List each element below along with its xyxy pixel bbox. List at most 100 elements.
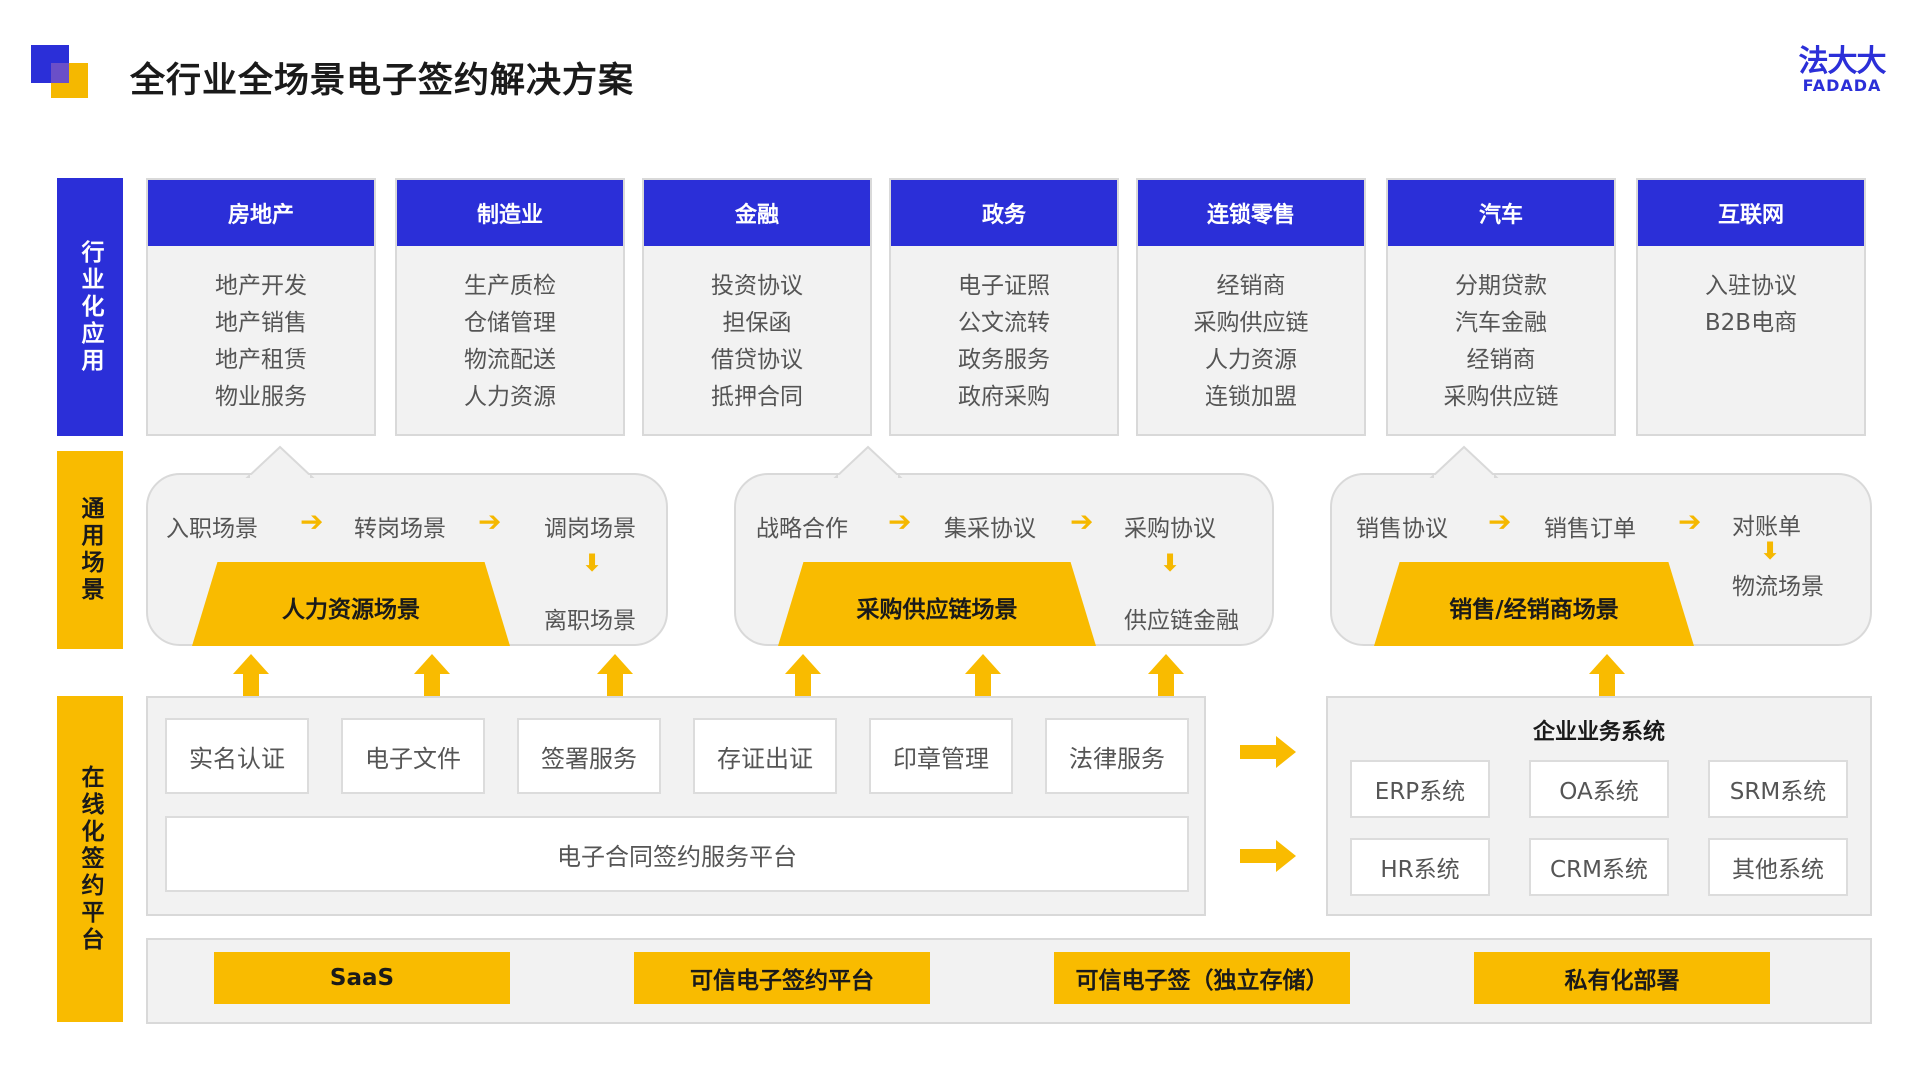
industry-card-finance: 金融 投资协议 担保函 借贷协议 抵押合同 bbox=[642, 178, 872, 436]
service-box: 实名认证 bbox=[165, 718, 309, 794]
scenario-step: 集采协议 bbox=[944, 516, 1036, 542]
industry-item: 采购供应链 bbox=[1443, 384, 1559, 410]
industry-item: 物流配送 bbox=[464, 347, 556, 373]
scenario-step: 采购协议 bbox=[1124, 516, 1216, 542]
arrow-down-icon: ⬇ bbox=[1160, 549, 1181, 577]
industry-item: 连锁加盟 bbox=[1205, 384, 1297, 410]
industry-item: 抵押合同 bbox=[711, 384, 803, 410]
industry-card-retail: 连锁零售 经销商 采购供应链 人力资源 连锁加盟 bbox=[1136, 178, 1366, 436]
side-label-industry: 行业化应用 bbox=[57, 178, 123, 436]
industry-item: 借贷协议 bbox=[711, 347, 803, 373]
deployment-option: 可信电子签约平台 bbox=[634, 952, 930, 1004]
industry-card-title: 制造业 bbox=[397, 180, 623, 246]
service-box: 印章管理 bbox=[869, 718, 1013, 794]
bubble-notch bbox=[1429, 445, 1499, 481]
scenario-label-shape bbox=[778, 562, 1096, 646]
arrow-up-icon bbox=[1589, 654, 1625, 696]
scenario-label-text: 销售/经销商场景 bbox=[1449, 597, 1619, 623]
side-label-scenario-text: 通用场景 bbox=[77, 496, 103, 604]
industry-item: 担保函 bbox=[722, 310, 792, 336]
service-box: 存证出证 bbox=[693, 718, 837, 794]
industry-item: 采购供应链 bbox=[1193, 310, 1309, 336]
scenario-step: 转岗场景 bbox=[354, 516, 446, 542]
scenario-step: 销售订单 bbox=[1544, 516, 1636, 542]
arrow-right-icon: ➔ bbox=[1070, 505, 1094, 538]
industry-item: 生产质检 bbox=[464, 273, 556, 299]
industry-item: 分期贷款 bbox=[1455, 273, 1547, 299]
brand-logo: 法大大 FADADA bbox=[1794, 46, 1890, 94]
industry-card-title: 金融 bbox=[644, 180, 870, 246]
industry-item: 经销商 bbox=[1216, 273, 1286, 299]
industry-card-items: 电子证照 公文流转 政务服务 政府采购 bbox=[891, 246, 1117, 416]
arrow-right-icon: ➔ bbox=[1678, 505, 1702, 538]
system-box: HR系统 bbox=[1350, 838, 1490, 896]
industry-card-items: 入驻协议 B2B电商 bbox=[1638, 246, 1864, 342]
scenario-label-hr: 人力资源场景 bbox=[192, 562, 510, 646]
arrow-down-icon: ⬇ bbox=[582, 549, 603, 577]
arrow-up-icon bbox=[965, 654, 1001, 696]
side-label-industry-text: 行业化应用 bbox=[77, 239, 103, 375]
industry-card-items: 经销商 采购供应链 人力资源 连锁加盟 bbox=[1138, 246, 1364, 416]
system-box: CRM系统 bbox=[1529, 838, 1669, 896]
scenario-step: 物流场景 bbox=[1732, 574, 1824, 600]
industry-item: 公文流转 bbox=[958, 310, 1050, 336]
enterprise-title: 企业业务系统 bbox=[1532, 720, 1665, 745]
side-label-scenario: 通用场景 bbox=[57, 451, 123, 649]
industry-item: 电子证照 bbox=[958, 273, 1050, 299]
system-box: 其他系统 bbox=[1708, 838, 1848, 896]
industry-card-items: 生产质检 仓储管理 物流配送 人力资源 bbox=[397, 246, 623, 416]
industry-item: 仓储管理 bbox=[464, 310, 556, 336]
scenario-step: 供应链金融 bbox=[1124, 608, 1239, 634]
arrow-right-icon: ➔ bbox=[300, 505, 324, 538]
industry-card-manufacturing: 制造业 生产质检 仓储管理 物流配送 人力资源 bbox=[395, 178, 625, 436]
system-box: SRM系统 bbox=[1708, 760, 1848, 818]
industry-item: 政府采购 bbox=[958, 384, 1050, 410]
arrow-up-icon bbox=[785, 654, 821, 696]
scenario-label-text: 人力资源场景 bbox=[282, 597, 420, 623]
side-label-platform-text: 在线化签约平台 bbox=[77, 764, 103, 954]
system-box: OA系统 bbox=[1529, 760, 1669, 818]
industry-item: 政务服务 bbox=[958, 347, 1050, 373]
arrow-right-icon: ➔ bbox=[478, 505, 502, 538]
industry-card-title: 房地产 bbox=[148, 180, 374, 246]
service-box: 电子文件 bbox=[341, 718, 485, 794]
arrow-up-icon bbox=[1148, 654, 1184, 696]
arrow-up-icon bbox=[597, 654, 633, 696]
service-box: 法律服务 bbox=[1045, 718, 1189, 794]
side-label-platform: 在线化签约平台 bbox=[57, 696, 123, 1022]
industry-card-title: 互联网 bbox=[1638, 180, 1864, 246]
arrow-up-icon bbox=[233, 654, 269, 696]
page-title: 全行业全场景电子签约解决方案 bbox=[130, 61, 635, 101]
bubble-notch bbox=[833, 445, 903, 481]
industry-item: 物业服务 bbox=[215, 384, 307, 410]
industry-item: 地产销售 bbox=[215, 310, 307, 336]
brand-logo-en: FADADA bbox=[1802, 76, 1882, 95]
industry-item: B2B电商 bbox=[1704, 310, 1798, 336]
service-box: 签署服务 bbox=[517, 718, 661, 794]
brand-logo-cn: 法大大 bbox=[1798, 44, 1887, 79]
scenario-label-text: 采购供应链场景 bbox=[856, 597, 1018, 623]
industry-item: 汽车金融 bbox=[1455, 310, 1547, 336]
industry-item: 人力资源 bbox=[464, 384, 556, 410]
arrow-right-icon: ➔ bbox=[888, 505, 912, 538]
industry-card-real-estate: 房地产 地产开发 地产销售 地产租赁 物业服务 bbox=[146, 178, 376, 436]
scenario-label-sales: 销售/经销商场景 bbox=[1374, 562, 1694, 646]
industry-card-government: 政务 电子证照 公文流转 政务服务 政府采购 bbox=[889, 178, 1119, 436]
industry-card-internet: 互联网 入驻协议 B2B电商 bbox=[1636, 178, 1866, 436]
industry-card-title: 政务 bbox=[891, 180, 1117, 246]
scenario-step: 战略合作 bbox=[756, 516, 848, 542]
industry-item: 入驻协议 bbox=[1705, 273, 1797, 299]
scenario-bubble-sales: 销售协议 ➔ 销售订单 ➔ 对账单 ⬇ 物流场景 销售/经销商场景 bbox=[1330, 445, 1872, 646]
system-box: ERP系统 bbox=[1350, 760, 1490, 818]
scenario-bubble-procurement: 战略合作 ➔ 集采协议 ➔ 采购协议 ⬇ 供应链金融 采购供应链场景 bbox=[734, 445, 1274, 646]
industry-card-items: 分期贷款 汽车金融 经销商 采购供应链 bbox=[1388, 246, 1614, 416]
arrow-right-icon bbox=[1240, 736, 1296, 768]
scenario-step: 入职场景 bbox=[166, 516, 258, 542]
scenario-label-procurement: 采购供应链场景 bbox=[778, 562, 1096, 646]
industry-item: 人力资源 bbox=[1205, 347, 1297, 373]
scenario-step: 调岗场景 bbox=[544, 516, 636, 542]
scenario-bubble-hr: 入职场景 ➔ 转岗场景 ➔ 调岗场景 ⬇ 离职场景 人力资源场景 bbox=[146, 445, 668, 646]
deployment-option: 私有化部署 bbox=[1474, 952, 1770, 1004]
scenario-label-shape bbox=[1374, 562, 1694, 646]
deployment-option: 可信电子签（独立存储） bbox=[1054, 952, 1350, 1004]
